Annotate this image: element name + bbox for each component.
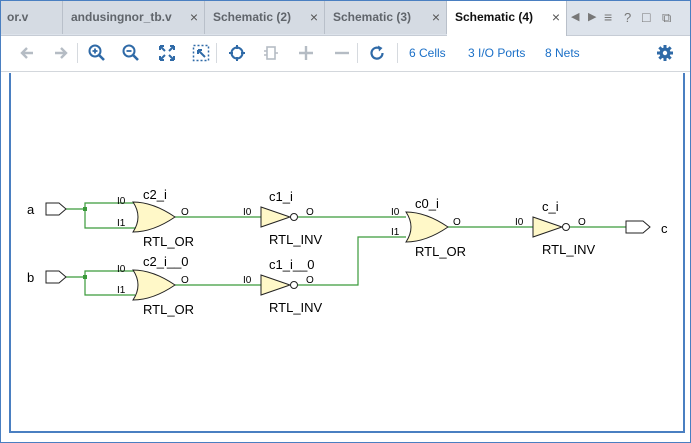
toolbar-separator [357,43,358,63]
toolbar-separator [77,43,78,63]
select-target-icon[interactable] [227,43,247,63]
cell-type: RTL_INV [269,232,323,247]
cell-type: RTL_INV [542,242,596,257]
pin-label: I0 [515,217,524,228]
pin-label: I0 [243,275,252,286]
port-label: a [27,202,35,217]
forward-icon[interactable] [51,43,71,63]
tab-label: Schematic (4) [455,10,534,24]
junction-dot [83,207,87,211]
port-label: b [27,270,34,285]
pin-label: O [306,207,314,218]
schematic-diagram: a b c c2_i I0 I1 O RTL_OR c2_ [27,187,668,317]
pin-label: I1 [117,285,126,296]
cell-type: RTL_OR [143,302,194,317]
nets [66,202,626,296]
tab-schematic-4[interactable]: Schematic (4) × [447,1,567,36]
cell-type: RTL_OR [415,244,466,259]
cell-type: RTL_OR [143,234,194,249]
tab-schematic-2[interactable]: Schematic (2) × [205,1,325,34]
junction-dot [83,275,87,279]
or-gate-c0-i[interactable]: c0_i I0 I1 O RTL_OR [391,196,466,259]
inverter-c1-i-0[interactable]: c1_i__0 I0 O RTL_INV [243,257,323,315]
pin-label: O [453,217,461,228]
expand-icon[interactable] [296,43,316,63]
back-icon[interactable] [17,43,37,63]
help-icon[interactable]: ? [624,10,632,25]
zoom-out-icon[interactable] [121,43,141,63]
or-gate-c2-i-0[interactable]: c2_i__0 I0 I1 O RTL_OR [117,254,194,317]
cells-link[interactable]: 6 Cells [409,46,446,60]
zoom-fit-icon[interactable] [157,43,177,63]
pin-label: O [306,275,314,286]
close-icon[interactable]: × [309,9,318,25]
pin-label: O [181,275,189,286]
net-b-i0[interactable] [66,270,135,278]
tab-schematic-3[interactable]: Schematic (3) × [325,1,447,34]
settings-gear-icon[interactable] [655,43,675,63]
pin-label: I0 [117,196,126,207]
net-b-i1[interactable] [84,277,135,296]
close-icon[interactable]: × [551,9,560,25]
cell-name: c2_i [143,187,167,202]
toolbar-separator [397,43,398,63]
schematic-canvas[interactable]: a b c c2_i I0 I1 O RTL_OR c2_ [9,73,685,433]
tab-bar: or.v andusingnor_tb.v × Schematic (2) × … [1,1,690,36]
pin-label: I0 [243,207,252,218]
cell-name: c1_i__0 [269,257,315,272]
zoom-area-icon[interactable] [191,43,211,63]
pin-label: I1 [117,218,126,229]
pin-label: I0 [117,264,126,275]
zoom-in-icon[interactable] [87,43,107,63]
restore-icon[interactable]: □ [642,9,651,25]
pin-label: O [181,207,189,218]
tab-prev-icon[interactable]: ◀ [571,11,580,23]
tab-next-icon[interactable]: ▶ [588,11,597,23]
refresh-icon[interactable] [367,43,387,63]
port-label: c [661,221,668,236]
pin-label: I0 [391,207,400,218]
pin-label: I1 [391,227,400,238]
hierarchy-icon[interactable] [261,43,281,63]
cell-name: c2_i__0 [143,254,189,269]
toolbar: 6 Cells 3 I/O Ports 8 Nets [1,36,690,72]
port-c[interactable]: c [625,220,668,236]
close-icon[interactable]: × [189,9,198,25]
tab-list-icon[interactable]: ≡ [604,9,613,25]
tab-label: or.v [7,10,29,24]
tab-label: andusingnor_tb.v [71,10,172,24]
cell-name: c1_i [269,189,293,204]
nets-link[interactable]: 8 Nets [545,46,580,60]
pin-label: O [578,217,586,228]
net-a-i0[interactable] [66,202,135,210]
cell-name: c0_i [415,196,439,211]
tab-label: Schematic (2) [213,10,292,24]
port-a[interactable]: a [27,202,67,217]
cell-name: c_i [542,199,559,214]
net-a-i1[interactable] [84,209,135,229]
cell-type: RTL_INV [269,300,323,315]
float-icon[interactable]: ⧉ [662,10,672,25]
net-c1b-out[interactable] [298,236,406,286]
toolbar-separator [216,43,217,63]
close-icon[interactable]: × [431,9,440,25]
port-b[interactable]: b [27,270,67,285]
io-ports-link[interactable]: 3 I/O Ports [468,46,526,60]
tab-or-v[interactable]: or.v [1,1,63,34]
inverter-c-i[interactable]: c_i I0 O RTL_INV [515,199,596,257]
or-gate-c2-i[interactable]: c2_i I0 I1 O RTL_OR [117,187,194,249]
collapse-icon[interactable] [332,43,352,63]
inverter-c1-i[interactable]: c1_i I0 O RTL_INV [243,189,323,247]
tab-label: Schematic (3) [333,10,412,24]
tab-andusingnor-tb[interactable]: andusingnor_tb.v × [63,1,205,34]
